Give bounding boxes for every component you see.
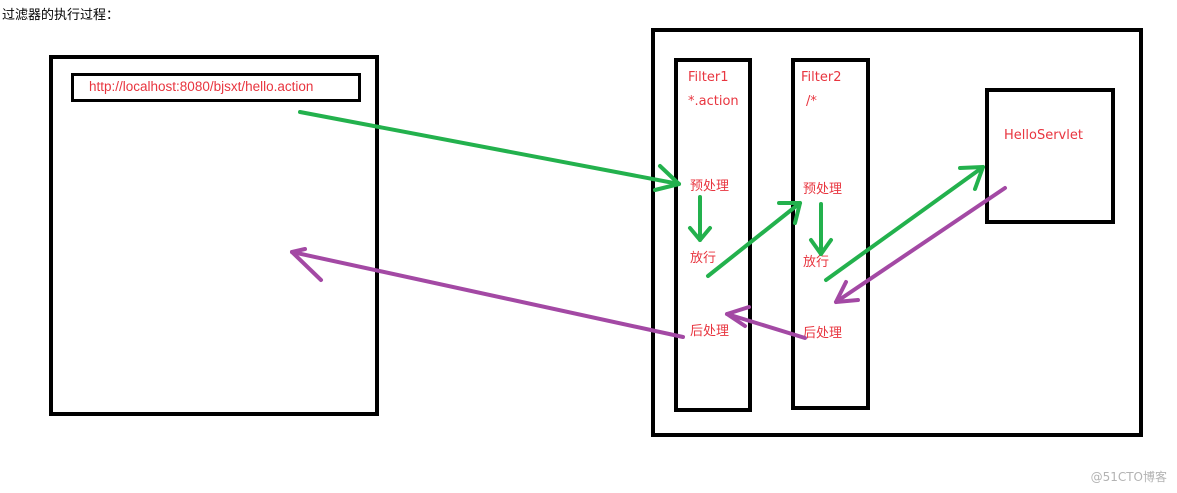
- filter1-pass: 放行: [690, 251, 717, 266]
- filter1-name: Filter1: [688, 70, 729, 85]
- filter2-pattern: /*: [806, 94, 817, 109]
- filter1-preprocess: 预处理: [690, 179, 730, 194]
- page-heading: 过滤器的执行过程：: [2, 8, 120, 23]
- browser-window: [49, 55, 379, 416]
- filter2-preprocess: 预处理: [803, 182, 843, 197]
- filter1-pattern: *.action: [688, 94, 739, 109]
- filter2-pass: 放行: [803, 255, 830, 270]
- filter1-postprocess: 后处理: [690, 324, 730, 339]
- filter2-name: Filter2: [801, 70, 842, 85]
- url-text: http://localhost:8080/bjsxt/hello.action: [89, 79, 314, 94]
- url-bar[interactable]: [71, 73, 361, 102]
- filter2-postprocess: 后处理: [803, 326, 843, 341]
- filter2-box: [791, 58, 870, 410]
- watermark: @51CTO博客: [1090, 470, 1167, 484]
- filter1-box: [674, 58, 752, 412]
- servlet-box: [985, 88, 1115, 224]
- servlet-name: HelloServlet: [1004, 128, 1083, 143]
